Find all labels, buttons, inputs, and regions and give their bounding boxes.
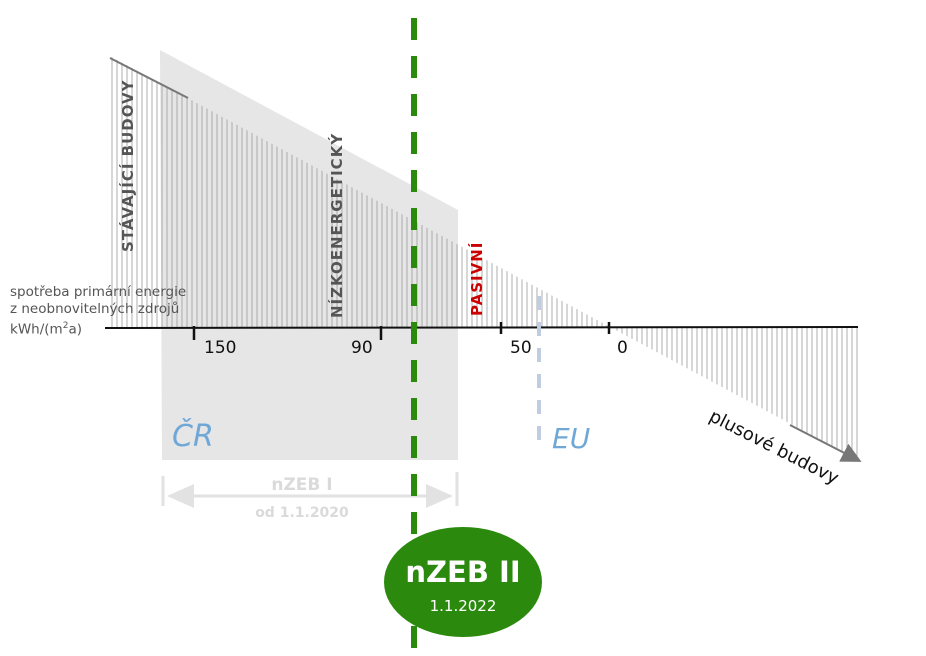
energy-wedge-negative	[610, 327, 858, 460]
axis-label: spotřeba primární energie z neobnoviteln…	[10, 284, 186, 339]
axis-unit-prefix: kWh/(m	[10, 321, 63, 338]
nzeb2-title: nZEB II	[405, 555, 520, 589]
nzeb1-title: nZEB I	[271, 475, 332, 495]
existing-building-line	[109, 57, 189, 99]
energy-axis	[104, 326, 859, 329]
region-cr: ČR	[172, 417, 214, 454]
axis-unit-sup: 2	[62, 321, 69, 331]
plus-building-arrow	[789, 424, 862, 462]
axis-label-line3: kWh/(m2a)	[10, 318, 186, 339]
nzeb1-date: od 1.1.2020	[255, 505, 349, 521]
tick-90: 90	[351, 338, 373, 358]
nzeb2-badge	[384, 527, 542, 637]
axis-label-line1: spotřeba primární energie	[10, 284, 187, 300]
tick-150: 150	[204, 338, 236, 358]
axis-label-line2: z neobnovitelných zdrojů	[10, 301, 180, 317]
label-low-energy: NÍZKOENERGETICKÝ	[327, 133, 346, 318]
energy-wedge-positive	[108, 55, 610, 327]
tick-50: 50	[510, 338, 532, 358]
axis-unit-suffix: a)	[68, 321, 82, 338]
region-eu: EU	[552, 422, 590, 455]
label-passive: PASIVNÍ	[467, 242, 486, 316]
label-existing-buildings: STÁVAJÍCÍ BUDOVY	[118, 79, 137, 252]
tick-0: 0	[617, 338, 628, 358]
nzeb2-date: 1.1.2022	[430, 597, 497, 615]
